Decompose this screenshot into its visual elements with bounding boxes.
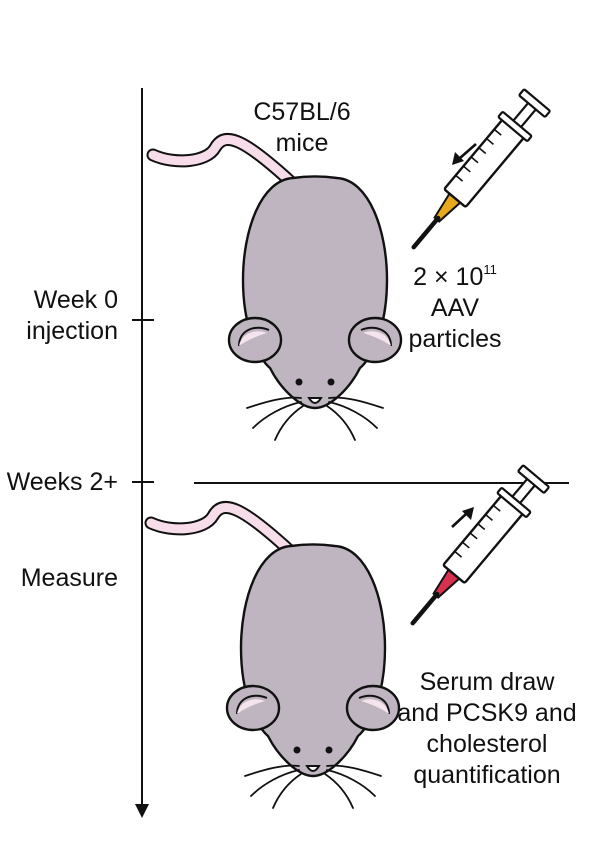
dose-line2: AAV <box>430 294 480 322</box>
week0-line2: injection <box>26 317 118 345</box>
syringe-icon <box>399 88 552 260</box>
arrow-icon <box>451 507 474 528</box>
dose-line3: particles <box>408 325 502 353</box>
week0-line1: Week 0 <box>33 286 118 314</box>
measure-label: Measure <box>20 564 118 592</box>
readout-line1: Serum draw <box>419 668 555 696</box>
readout-line3: cholesterol <box>426 730 548 758</box>
dose-line1: 2 × 1011 <box>385 262 525 293</box>
weeks2-label: Weeks 2+ <box>6 468 118 496</box>
week0-label: Week 0 injection <box>26 285 118 347</box>
mouse-icon <box>153 139 401 440</box>
dose-exponent: 11 <box>483 262 497 277</box>
readout-label: Serum draw and PCSK9 and cholesterol qua… <box>386 667 588 791</box>
mouse-strain-line1: C57BL/6 <box>253 98 351 126</box>
syringe-icon <box>398 464 551 636</box>
mouse-strain-line2: mice <box>275 129 329 157</box>
mouse-icon <box>151 507 399 808</box>
dose-prefix: 2 × 10 <box>413 263 484 291</box>
dose-label: 2 × 1011 AAV particles <box>385 262 525 355</box>
readout-line4: quantification <box>413 761 561 789</box>
arrow-icon <box>452 143 477 165</box>
readout-line2: and PCSK9 and <box>397 699 577 727</box>
timeline-arrowhead <box>135 804 149 818</box>
mouse-strain-label: C57BL/6 mice <box>232 97 372 159</box>
